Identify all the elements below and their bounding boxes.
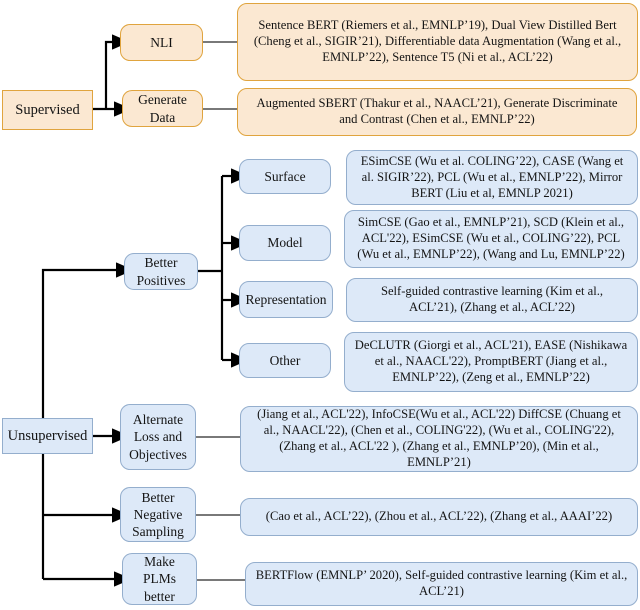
node-surface: Surface [239,159,331,194]
content-make-plms-papers: BERTFlow (EMNLP’ 2020), Self-guided cont… [245,562,638,606]
node-unsupervised: Unsupervised [2,418,93,454]
node-other: Other [239,343,331,378]
node-better-positives: Better Positives [124,253,198,290]
content-nli-papers: Sentence BERT (Riemers et al., EMNLP’19)… [237,3,638,81]
content-generate-data-papers: Augmented SBERT (Thakur et al., NAACL’21… [237,88,637,136]
content-model-papers: SimCSE (Gao et al., EMNLP’21), SCD (Klei… [344,210,638,268]
node-supervised: Supervised [2,90,93,130]
content-other-papers: DeCLUTR (Giorgi et al., ACL'21), EASE (N… [344,332,638,392]
content-representation-papers: Self-guided contrastive learning (Kim et… [346,278,638,322]
content-alternate-loss-papers: (Jiang et al., ACL'22), InfoCSE(Wu et al… [240,406,638,472]
content-better-negative-papers: (Cao et al., ACL’22), (Zhou et al., ACL’… [240,498,638,536]
node-model: Model [239,225,331,261]
node-generate-data: Generate Data [122,90,203,127]
node-alternate-loss: Alternate Loss and Objectives [120,404,196,470]
node-make-plms-better: Make PLMs better [122,553,197,605]
content-surface-papers: ESimCSE (Wu et al. COLING’22), CASE (Wan… [346,150,638,205]
node-representation: Representation [239,281,333,318]
node-nli: NLI [120,24,203,61]
node-better-negative-sampling: Better Negative Sampling [120,487,196,542]
